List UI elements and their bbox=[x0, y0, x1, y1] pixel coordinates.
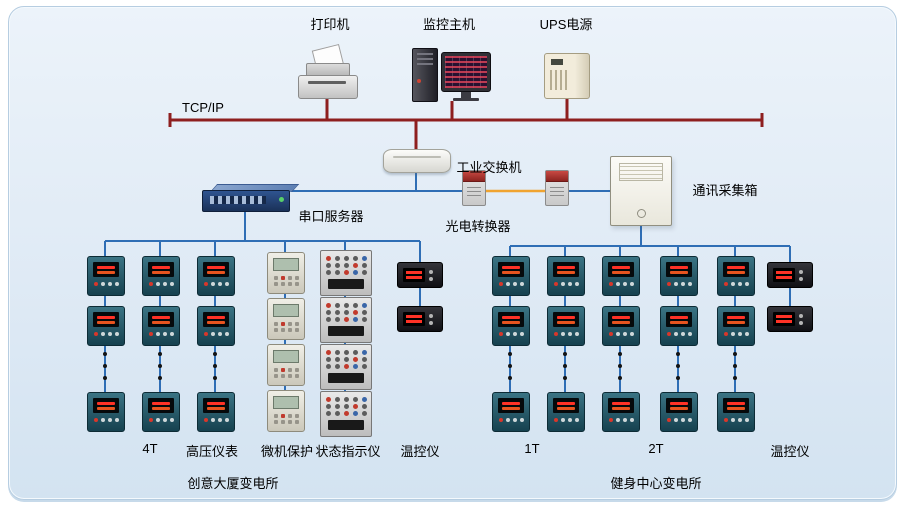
right-substation-title: 健身中心变电所 bbox=[610, 476, 702, 491]
comm-box-label: 通讯采集箱 bbox=[692, 183, 758, 198]
left-col-label-tempctrl: 温控仪 bbox=[400, 444, 440, 459]
printer-label: 打印机 bbox=[310, 17, 350, 32]
serial-server-label: 串口服务器 bbox=[298, 209, 364, 224]
power-meter bbox=[142, 392, 180, 432]
server-ports bbox=[210, 196, 266, 204]
ups-device bbox=[544, 53, 590, 99]
converter-cap bbox=[463, 171, 485, 182]
monitor-stand bbox=[461, 92, 471, 98]
protection-relay bbox=[267, 252, 305, 294]
power-meter bbox=[602, 256, 640, 296]
printer-body bbox=[298, 75, 358, 99]
optical-converter-label: 光电转换器 bbox=[445, 219, 511, 234]
power-meter bbox=[660, 392, 698, 432]
ups-vents bbox=[550, 70, 568, 90]
left-col-label-indicator: 状态指示仪 bbox=[315, 444, 381, 459]
printer-slot bbox=[308, 81, 346, 84]
status-indicator-panel bbox=[320, 344, 372, 390]
tcpip-bus-line bbox=[168, 97, 764, 150]
serial-server-device bbox=[202, 184, 300, 212]
monitor-screen bbox=[445, 56, 487, 88]
left-col-label-4t: 4T bbox=[142, 441, 158, 456]
ellipsis-more-devices bbox=[618, 352, 622, 380]
ellipsis-more-devices bbox=[508, 352, 512, 380]
converter-text-lines bbox=[550, 186, 564, 196]
optical-converter-a bbox=[462, 170, 486, 206]
ellipsis-more-devices bbox=[103, 352, 107, 380]
temperature-controller bbox=[767, 262, 813, 288]
left-col-label-hv-meters: 高压仪表 bbox=[185, 444, 239, 459]
status-indicator-panel bbox=[320, 297, 372, 343]
left-col-label-protection: 微机保护 bbox=[260, 444, 314, 459]
printer-device bbox=[297, 43, 358, 100]
ellipsis-more-devices bbox=[676, 352, 680, 380]
power-meter bbox=[717, 306, 755, 346]
temperature-controller bbox=[767, 306, 813, 332]
status-indicator-panel bbox=[320, 391, 372, 437]
ellipsis-more-devices bbox=[563, 352, 567, 380]
power-meter bbox=[602, 392, 640, 432]
host-tower bbox=[412, 48, 438, 102]
ellipsis-more-devices bbox=[158, 352, 162, 380]
power-meter bbox=[547, 306, 585, 346]
power-meter bbox=[492, 392, 530, 432]
power-meter bbox=[660, 256, 698, 296]
left-substation-title: 创意大厦变电所 bbox=[187, 476, 279, 491]
power-meter bbox=[197, 256, 235, 296]
box-nameplate bbox=[619, 163, 663, 181]
tcpip-label: TCP/IP bbox=[182, 100, 224, 115]
temperature-controller bbox=[397, 306, 443, 332]
power-meter bbox=[660, 306, 698, 346]
ellipsis-more-devices bbox=[213, 352, 217, 380]
power-meter bbox=[87, 306, 125, 346]
protection-relay bbox=[267, 298, 305, 340]
power-meter bbox=[602, 306, 640, 346]
ups-display bbox=[551, 59, 563, 65]
power-meter bbox=[142, 256, 180, 296]
power-meter bbox=[547, 256, 585, 296]
power-meter bbox=[717, 392, 755, 432]
industrial-switch-label: 工业交换机 bbox=[456, 160, 522, 175]
industrial-switch-device bbox=[383, 149, 451, 173]
converter-text-lines bbox=[467, 186, 481, 196]
right-col-label-1t: 1T bbox=[524, 441, 540, 456]
power-meter bbox=[492, 256, 530, 296]
box-lock bbox=[636, 209, 646, 218]
right-col-label-2t: 2T bbox=[648, 441, 664, 456]
optical-converter-b bbox=[545, 170, 569, 206]
status-indicator-panel bbox=[320, 250, 372, 296]
converter-cap bbox=[546, 171, 568, 182]
temperature-controller bbox=[397, 262, 443, 288]
power-meter bbox=[197, 306, 235, 346]
monitor-host-label: 监控主机 bbox=[422, 17, 476, 32]
right-col-label-tempctrl: 温控仪 bbox=[770, 444, 810, 459]
protection-relay bbox=[267, 390, 305, 432]
ellipsis-more-devices bbox=[733, 352, 737, 380]
comm-collection-box-device bbox=[610, 156, 672, 226]
power-meter bbox=[142, 306, 180, 346]
server-led bbox=[279, 197, 284, 202]
power-meter bbox=[87, 256, 125, 296]
power-meter bbox=[547, 392, 585, 432]
power-meter bbox=[197, 392, 235, 432]
host-monitor bbox=[441, 52, 491, 92]
protection-relay bbox=[267, 344, 305, 386]
power-meter bbox=[87, 392, 125, 432]
power-meter bbox=[492, 306, 530, 346]
ups-label: UPS电源 bbox=[539, 17, 593, 32]
power-meter bbox=[717, 256, 755, 296]
monitor-base bbox=[453, 98, 479, 101]
